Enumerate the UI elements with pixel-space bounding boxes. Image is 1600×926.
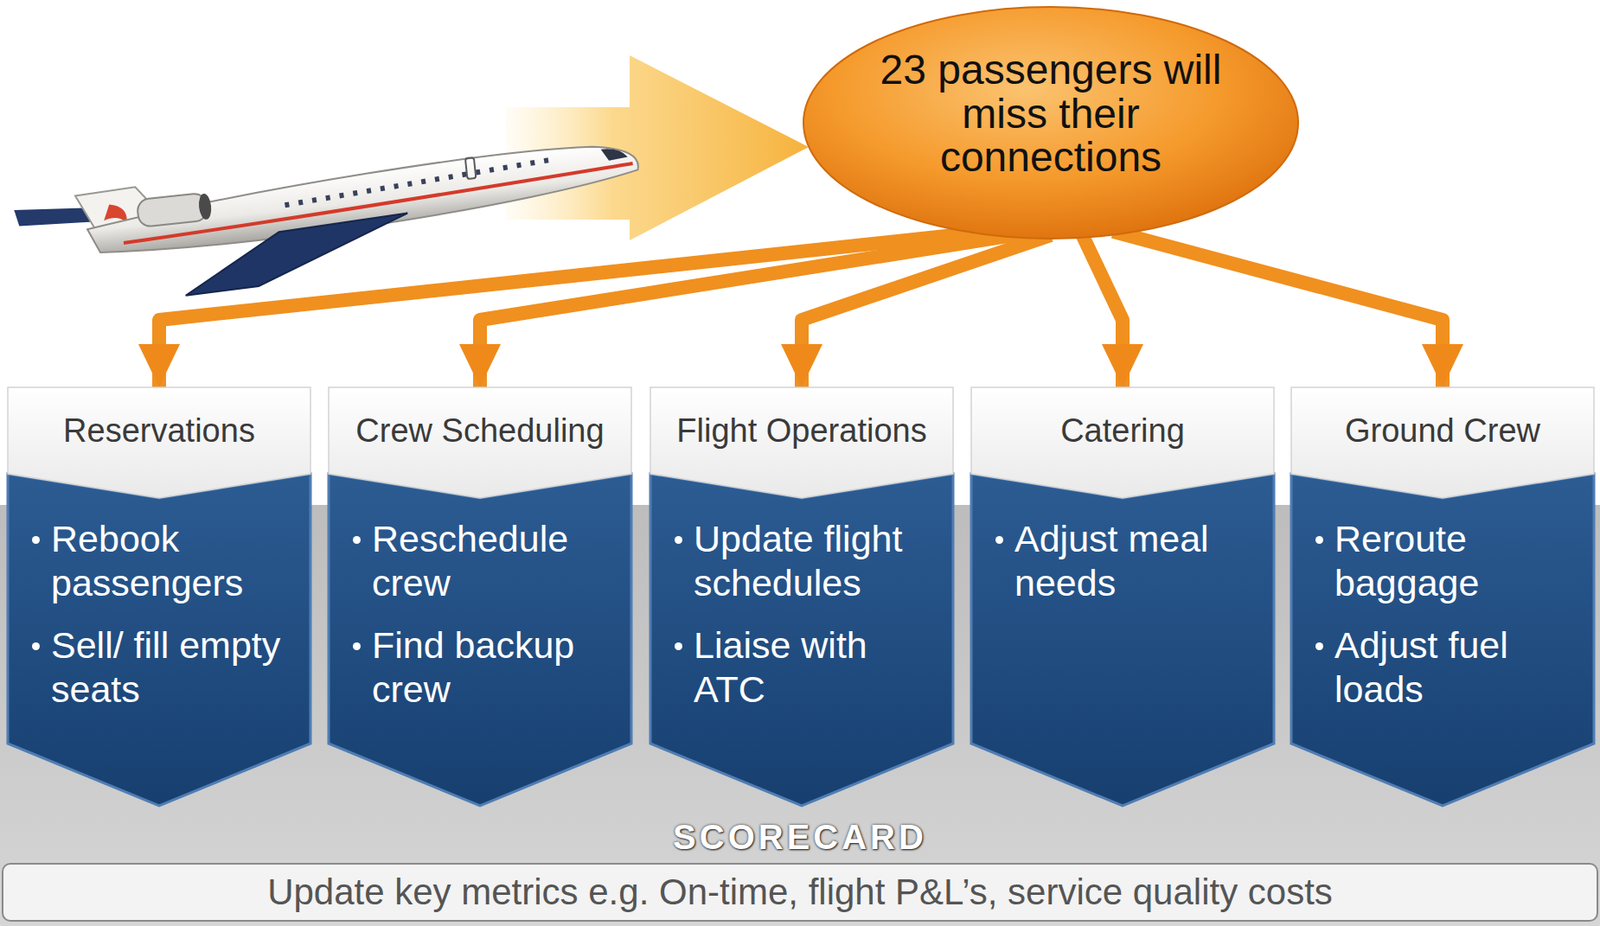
task-item: Liaise with ATC <box>674 623 943 711</box>
task-list: Rebook passengersSell/ fill empty seats <box>32 517 301 731</box>
bullet-dot <box>352 642 361 651</box>
flow-arrow <box>1113 231 1443 388</box>
wing <box>179 213 415 296</box>
department-column: ReservationsRebook passengersSell/ fill … <box>7 387 311 807</box>
chevron-body <box>971 473 1274 807</box>
door <box>465 157 476 180</box>
column-header-shape <box>7 387 311 499</box>
task-item: Reschedule crew <box>352 517 621 605</box>
flow-arrow <box>480 234 1020 388</box>
task-item: Adjust meal needs <box>995 517 1264 605</box>
department-name: Ground Crew <box>1298 387 1588 474</box>
bullet-dot <box>995 536 1004 544</box>
department-name-line: Reservations <box>63 414 256 448</box>
department-name-line: Flight Operations <box>676 414 927 448</box>
task-text: Adjust fuel loads <box>1334 624 1509 711</box>
task-text: Reroute baggage <box>1334 518 1479 604</box>
department-column: Crew SchedulingReschedule crewFind backu… <box>328 387 632 807</box>
task-item: Sell/ fill empty seats <box>32 623 301 711</box>
bullet-dot <box>674 536 683 544</box>
task-text: Adjust meal needs <box>1014 518 1210 604</box>
fuselage-stripe <box>121 163 636 244</box>
airplane-illustration <box>12 134 647 314</box>
scorecard-heading: SCORECARD <box>0 818 1600 860</box>
department-column: CateringAdjust meal needs <box>971 387 1274 807</box>
task-list: Reschedule crewFind backup crew <box>352 517 621 731</box>
column-header-shape <box>650 387 954 499</box>
task-item: Reroute baggage <box>1315 517 1584 605</box>
chevron-body <box>1291 473 1594 807</box>
department-name: Crew Scheduling <box>335 387 625 474</box>
chevron-body <box>650 473 954 807</box>
task-item: Find backup crew <box>352 623 621 711</box>
chevron-body <box>7 473 311 807</box>
fuselage <box>83 140 642 258</box>
task-item: Update flight schedules <box>674 517 943 605</box>
department-name-line: Catering <box>1060 414 1185 448</box>
department-name-line: Crew Scheduling <box>355 414 604 448</box>
department-name: Catering <box>978 387 1268 474</box>
bullet-dot <box>1315 536 1324 544</box>
window-row <box>282 160 551 205</box>
department-name: Reservations <box>14 387 304 474</box>
bullet-dot <box>1315 642 1324 651</box>
department-name-line: Ground Crew <box>1344 414 1541 448</box>
scorecard-text: Update key metrics e.g. On-time, flight … <box>267 871 1333 914</box>
cockpit-window <box>601 147 628 162</box>
task-item: Rebook passengers <box>32 517 301 605</box>
motion-arrow <box>505 55 809 241</box>
engine-intake <box>198 192 213 220</box>
task-text: Sell/ fill empty seats <box>51 624 281 711</box>
task-text: Reschedule crew <box>371 518 569 604</box>
bullet-dot <box>674 642 683 651</box>
task-list: Reroute baggageAdjust fuel loads <box>1315 517 1584 731</box>
column-header-shape <box>328 387 632 499</box>
engine <box>136 192 209 228</box>
task-text: Update flight schedules <box>693 518 903 604</box>
scorecard-band: SCORECARD Update key metrics e.g. On-time… <box>0 818 1600 926</box>
task-list: Adjust meal needs <box>995 517 1264 624</box>
column-header-shape <box>971 387 1274 499</box>
bullet-dot <box>32 642 40 651</box>
event-ellipse: 23 passengers will miss their connection… <box>801 5 1300 241</box>
bullet-dot <box>32 536 40 544</box>
task-text: Rebook passengers <box>51 518 244 604</box>
task-text: Find backup crew <box>371 624 575 711</box>
column-header-shape <box>1291 387 1594 499</box>
task-text: Liaise with ATC <box>693 624 868 711</box>
chevron-body <box>328 473 632 807</box>
department-column: Ground CrewReroute baggageAdjust fuel lo… <box>1291 387 1594 807</box>
flow-arrow <box>1081 234 1123 388</box>
scorecard-bar: Update key metrics e.g. On-time, flight … <box>1 863 1599 922</box>
task-item: Adjust fuel loads <box>1315 623 1584 711</box>
flow-arrow <box>801 235 1051 388</box>
bullet-dot <box>352 536 361 544</box>
task-list: Update flight schedulesLiaise with ATC <box>674 517 943 731</box>
department-name: Flight Operations <box>657 387 947 474</box>
event-text: 23 passengers will miss their connection… <box>876 5 1225 224</box>
department-column: Flight OperationsUpdate flight schedules… <box>650 387 954 807</box>
